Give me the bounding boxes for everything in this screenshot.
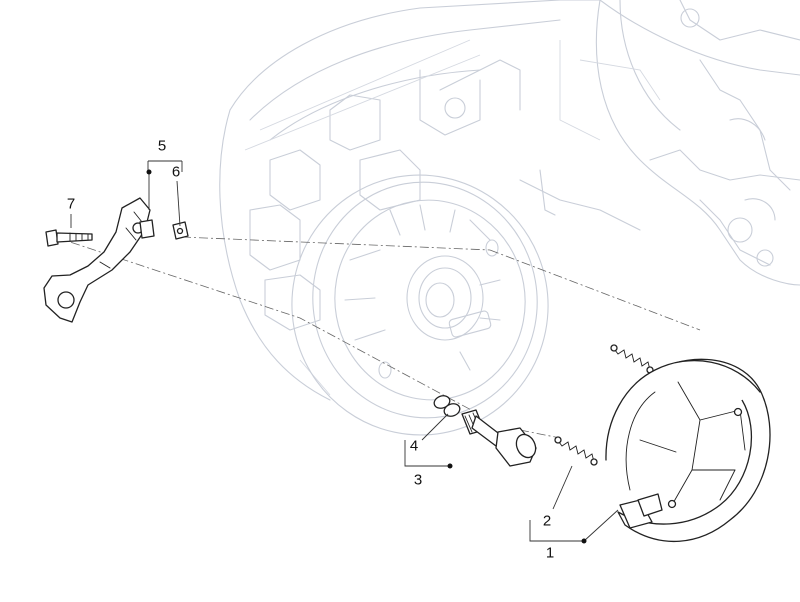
cam-shaft-part-3	[461, 409, 537, 467]
engine-crankcase-outline	[219, 0, 800, 401]
bolt-part-7	[45, 229, 93, 247]
brake-lever-part-5	[43, 197, 155, 323]
spring-lower-part-2	[554, 436, 598, 466]
callout-6: 6	[171, 163, 181, 181]
leader-dots	[146, 169, 587, 544]
callout-4: 4	[409, 437, 419, 455]
callout-1: 1	[545, 544, 555, 562]
leader-lines	[70, 160, 619, 542]
callout-2: 2	[542, 512, 552, 530]
assembly-axes	[54, 236, 701, 439]
brake-shoe-part-1	[605, 358, 771, 542]
spring-upper	[610, 344, 654, 374]
o-rings-part-4	[433, 395, 461, 417]
callout-3: 3	[413, 471, 423, 489]
nut-part-6	[172, 221, 189, 240]
callout-5: 5	[157, 137, 167, 155]
callout-7: 7	[66, 195, 76, 213]
